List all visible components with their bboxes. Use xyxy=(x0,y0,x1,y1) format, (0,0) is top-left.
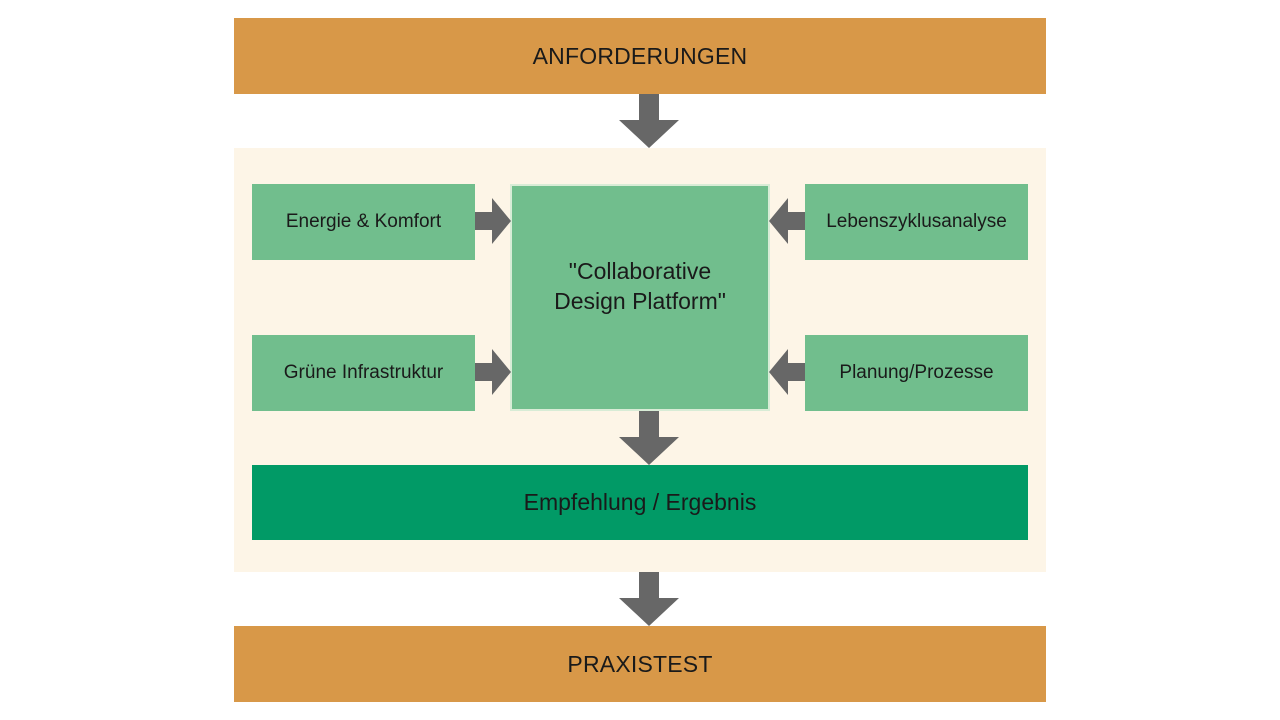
platform-label-line1: "Collaborative xyxy=(568,257,712,284)
input-label: Lebenszyklusanalyse xyxy=(826,211,1007,232)
input-label: Grüne Infrastruktur xyxy=(283,362,444,383)
requirements-label: ANFORDERUNGEN xyxy=(532,42,748,69)
input-box-energy-comfort: Energie & Komfort xyxy=(252,184,475,260)
platform-label-line2: Design Platform" xyxy=(554,287,726,314)
arrow-down-icon xyxy=(619,94,679,148)
arrow-right-icon xyxy=(475,349,511,395)
collaborative-design-platform-box: "Collaborative Design Platform" xyxy=(510,184,770,411)
arrow-down-icon xyxy=(619,411,679,465)
arrow-left-icon xyxy=(769,349,805,395)
input-label: Planung/Prozesse xyxy=(839,362,994,383)
requirements-bar: ANFORDERUNGEN xyxy=(234,18,1046,94)
input-label: Energie & Komfort xyxy=(285,211,442,232)
input-box-life-cycle-analysis: Lebenszyklusanalyse xyxy=(805,184,1028,260)
result-bar: Empfehlung / Ergebnis xyxy=(252,465,1028,540)
result-label: Empfehlung / Ergebnis xyxy=(523,489,757,515)
practice-test-label: PRAXISTEST xyxy=(567,650,713,677)
arrow-down-icon xyxy=(619,572,679,626)
arrow-right-icon xyxy=(475,198,511,244)
input-box-green-infrastructure: Grüne Infrastruktur xyxy=(252,335,475,411)
practice-test-bar: PRAXISTEST xyxy=(234,626,1046,702)
input-box-planning-processes: Planung/Prozesse xyxy=(805,335,1028,411)
arrow-left-icon xyxy=(769,198,805,244)
